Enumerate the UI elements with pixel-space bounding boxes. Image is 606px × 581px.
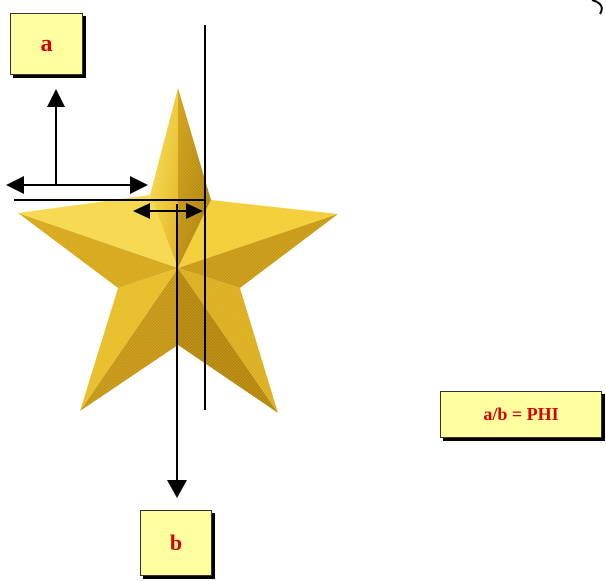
label-a-text: a [40, 30, 53, 57]
arrowhead-right-icon [186, 203, 203, 219]
arrowhead-right-icon [130, 176, 148, 194]
corner-mark [591, 0, 603, 15]
label-b-text: b [169, 530, 183, 555]
label-b-box: b [140, 510, 212, 576]
arrowhead-down-icon [167, 480, 187, 498]
ratio-label-box: a/b = PHI [440, 391, 602, 438]
arrowhead-up-icon [47, 89, 65, 107]
ratio-label-text: a/b = PHI [483, 404, 559, 424]
arrowhead-left-icon [133, 203, 150, 219]
label-a-box: a [10, 13, 83, 75]
arrowhead-left-icon [6, 176, 24, 194]
